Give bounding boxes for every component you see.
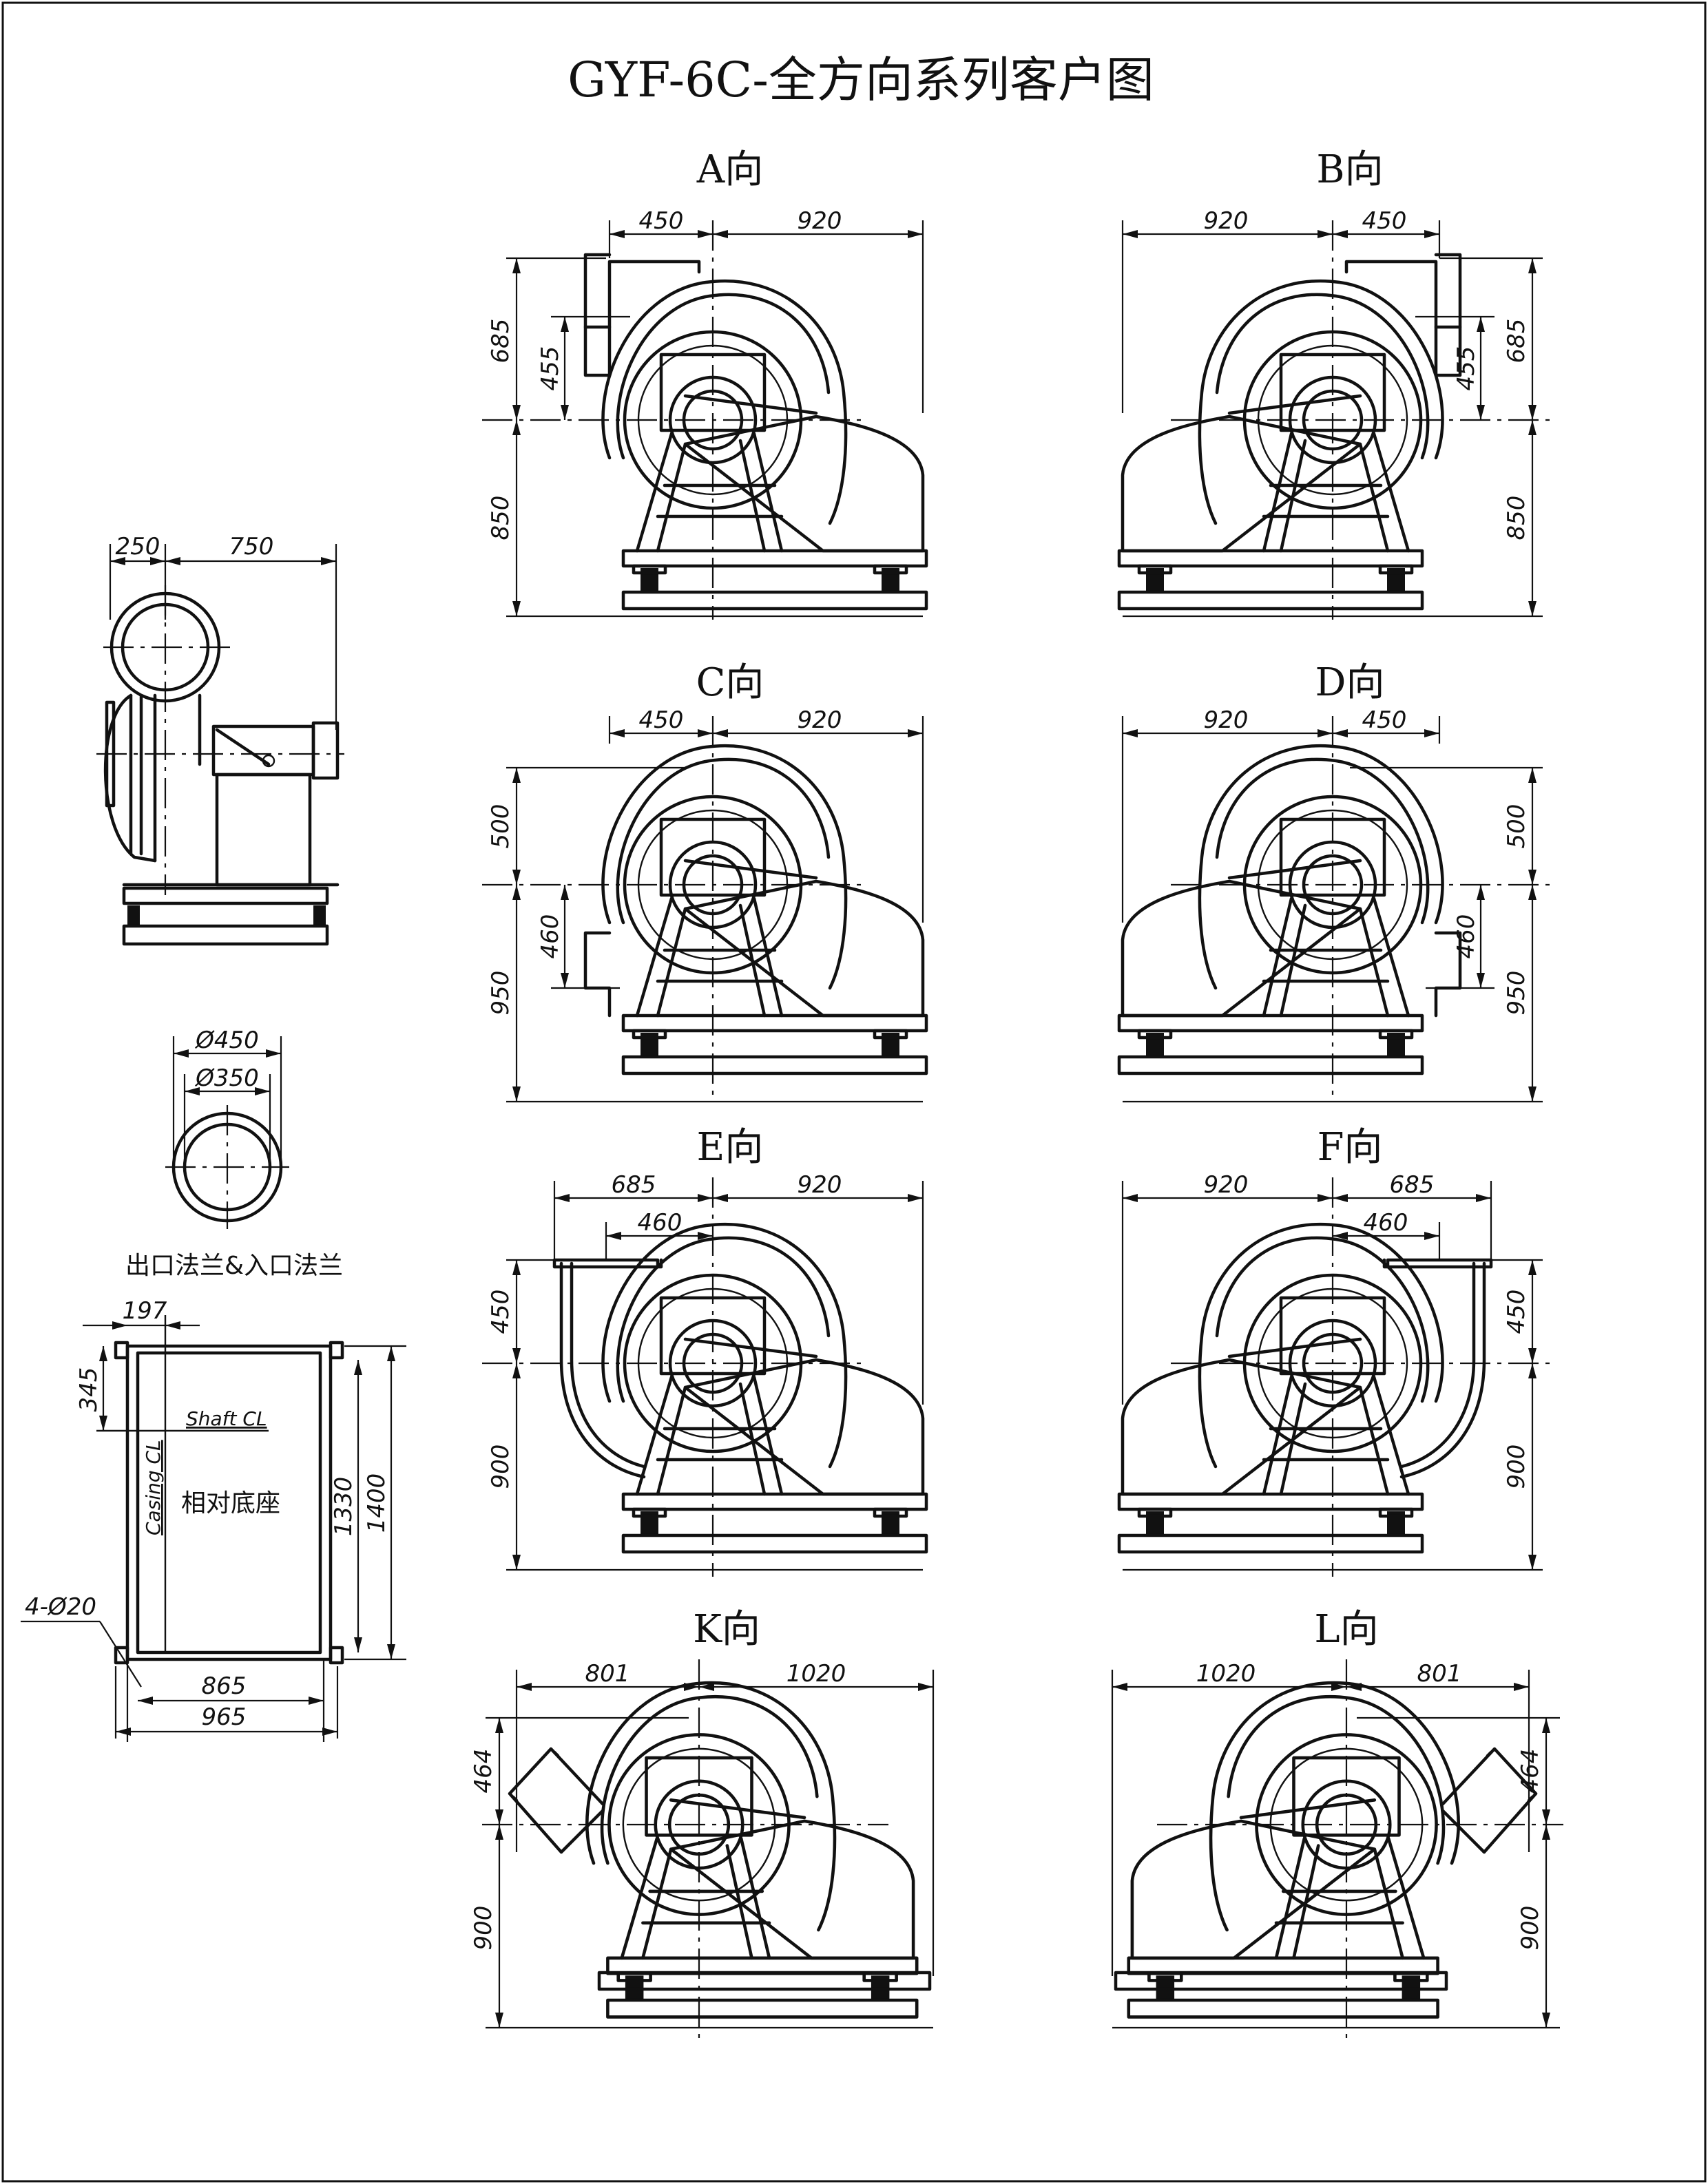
- view-d-dim-bottom: 950: [1503, 971, 1530, 1016]
- view-e: E向 685 920 460 450 900: [482, 1125, 926, 1577]
- view-d-label: D向: [1315, 660, 1385, 705]
- view-d-dim-left: 920: [1204, 706, 1249, 734]
- view-l-dim-left: 1020: [1196, 1660, 1256, 1688]
- view-d-dim-right: 450: [1362, 706, 1407, 734]
- base-dim-1330: 1330: [330, 1477, 357, 1537]
- view-a-dim-bottom: 850: [487, 496, 514, 540]
- view-c-dim-inner: 460: [537, 914, 564, 959]
- view-b-dim-inner: 455: [1452, 346, 1480, 391]
- holes-note: 4-Ø20: [25, 1593, 96, 1621]
- view-a-dim-inner: 455: [537, 346, 564, 391]
- view-e-dim-top: 450: [487, 1290, 514, 1334]
- view-k-dim-left: 801: [585, 1660, 630, 1688]
- view-k-dim-top: 464: [470, 1749, 497, 1794]
- flange-outer-dia: Ø450: [194, 1027, 259, 1054]
- casing-cl-label: Casing CL: [142, 1440, 165, 1535]
- view-k-label: K向: [693, 1607, 760, 1652]
- view-l-label: L向: [1314, 1607, 1378, 1652]
- view-l-dim-bottom: 900: [1517, 1906, 1544, 1951]
- view-f-dim-top: 450: [1503, 1290, 1530, 1334]
- base-dim-1400: 1400: [363, 1473, 390, 1533]
- view-e-dim-left-inner: 460: [638, 1209, 683, 1237]
- view-d-dim-inner: 460: [1452, 914, 1480, 959]
- view-c-dim-left: 450: [639, 706, 684, 734]
- view-d: D向 920 450 500 950 460: [1119, 660, 1556, 1103]
- view-a-dim-right: 920: [798, 207, 842, 235]
- view-c-dim-right: 920: [798, 706, 842, 734]
- flange-inner-dia: Ø350: [194, 1064, 259, 1092]
- view-c: C向 450 920 500 950 460: [482, 660, 926, 1103]
- view-e-dim-left: 685: [612, 1171, 656, 1199]
- view-b-label: B向: [1316, 147, 1383, 192]
- base-dim-965: 965: [202, 1703, 247, 1731]
- side-view: 250 750: [96, 533, 344, 946]
- view-l-dim-top: 464: [1517, 1749, 1544, 1794]
- base-label: 相对底座: [181, 1489, 280, 1518]
- view-c-label: C向: [696, 660, 764, 705]
- view-f-label: F向: [1318, 1125, 1383, 1170]
- view-a: A向 450 920 685 850 455: [482, 147, 926, 620]
- view-f: F向 920 685 460 450 900: [1119, 1125, 1556, 1577]
- view-f-dim-right: 685: [1390, 1171, 1435, 1199]
- view-c-dim-top: 500: [487, 804, 514, 849]
- view-e-dim-bottom: 900: [487, 1445, 514, 1489]
- view-f-dim-left: 920: [1204, 1171, 1249, 1199]
- flange-caption: 出口法兰&入口法兰: [125, 1252, 343, 1280]
- view-a-dim-left: 450: [639, 207, 684, 235]
- view-k: K向 801 1020 464 900: [470, 1607, 935, 2038]
- view-b-dim-left: 920: [1204, 207, 1249, 235]
- base-dim-345: 345: [75, 1367, 103, 1412]
- view-l-dim-right: 801: [1417, 1660, 1462, 1688]
- view-b-dim-right: 450: [1362, 207, 1407, 235]
- flange-detail: Ø450 Ø350 出口法兰&入口法兰: [125, 1027, 343, 1280]
- base-dim-197: 197: [123, 1297, 167, 1325]
- view-a-label: A向: [696, 147, 763, 192]
- view-f-dim-right-inner: 460: [1364, 1209, 1408, 1237]
- view-a-dim-top: 685: [487, 319, 514, 364]
- view-d-dim-top: 500: [1503, 804, 1530, 849]
- view-b-dim-bottom: 850: [1503, 496, 1530, 540]
- view-k-dim-bottom: 900: [470, 1906, 497, 1951]
- view-b: B向 920 450 685 850 455: [1119, 147, 1556, 620]
- view-l: L向 1020 801 464 900: [1111, 1607, 1563, 2038]
- drawing-title: GYF-6C-全方向系列客户图: [567, 52, 1154, 108]
- side-dim-right: 750: [229, 533, 274, 560]
- base-plan: 197 345 Shaft CL Casing CL 相对底座 1330 140…: [21, 1297, 406, 1742]
- view-e-dim-right: 920: [798, 1171, 842, 1199]
- view-b-dim-top: 685: [1503, 319, 1530, 364]
- base-dim-865: 865: [202, 1672, 247, 1700]
- side-dim-left: 250: [116, 533, 160, 560]
- view-f-dim-bottom: 900: [1503, 1445, 1530, 1489]
- view-e-label: E向: [697, 1125, 764, 1170]
- shaft-cl-label: Shaft CL: [186, 1407, 267, 1430]
- view-k-dim-right: 1020: [787, 1660, 846, 1688]
- view-c-dim-bottom: 950: [487, 971, 514, 1016]
